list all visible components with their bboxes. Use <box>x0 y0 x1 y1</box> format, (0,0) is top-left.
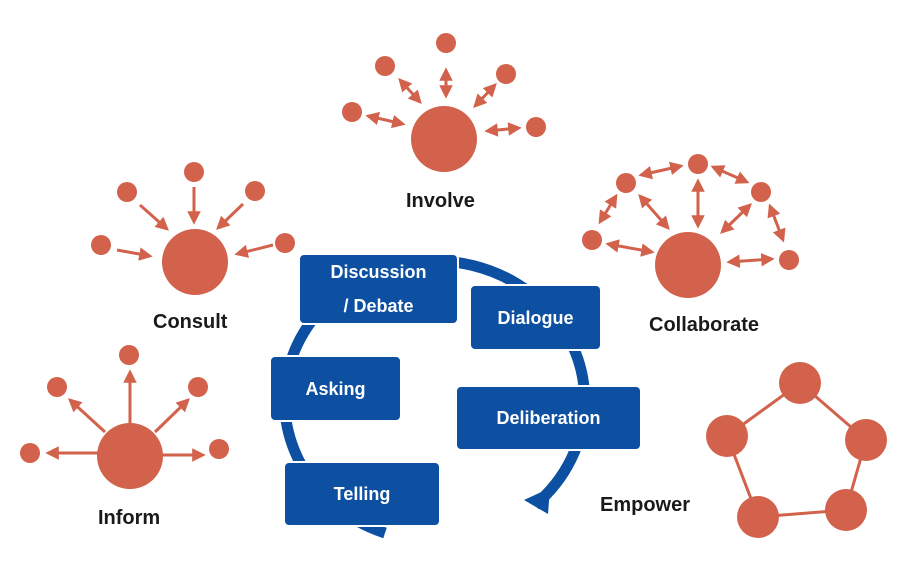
collaborate-arrow <box>720 203 752 234</box>
label-involve: Involve <box>406 190 475 212</box>
consult-arrow <box>216 202 245 230</box>
collaborate-arrow <box>710 165 750 184</box>
collaborate-node <box>751 182 771 202</box>
empower-node <box>845 419 887 461</box>
inform-node <box>47 377 67 397</box>
label-collaborate: Collaborate <box>649 314 760 336</box>
collaborate-arrow <box>605 239 655 257</box>
collaborate-arrow <box>767 203 786 243</box>
collaborate-node <box>616 173 636 193</box>
consult-cluster <box>91 162 295 295</box>
collaborate-arrow <box>726 253 775 268</box>
box-telling: Telling <box>283 461 441 527</box>
box-discussion: Discussion / Debate <box>298 253 459 325</box>
involve-node <box>375 56 395 76</box>
inform-node <box>209 439 229 459</box>
involve-node <box>496 64 516 84</box>
involve-cluster <box>342 33 546 172</box>
involve-node <box>436 33 456 53</box>
involve-node <box>526 117 546 137</box>
inform-arrow <box>153 398 190 434</box>
consult-node <box>91 235 111 255</box>
involve-arrow <box>365 111 406 129</box>
inform-node <box>20 443 40 463</box>
collaborate-arrow <box>638 193 670 231</box>
consult-arrow <box>139 203 170 231</box>
involve-node <box>342 102 362 122</box>
collaborate-node <box>688 154 708 174</box>
box-asking: Asking <box>269 355 402 422</box>
consult-node <box>184 162 204 182</box>
label-inform: Inform <box>98 507 161 529</box>
consult-node <box>245 181 265 201</box>
box-deliberation: Deliberation <box>455 385 642 451</box>
collaborate-node <box>779 250 799 270</box>
consult-node <box>117 182 137 202</box>
consult-node <box>275 233 295 253</box>
box-dialogue: Dialogue <box>469 284 602 351</box>
inform-arrow <box>68 398 107 434</box>
consult-center-node <box>162 229 228 295</box>
inform-cluster <box>20 345 229 489</box>
consult-arrow <box>116 247 153 261</box>
collaborate-cluster <box>582 154 799 298</box>
collaborate-center-node <box>655 232 721 298</box>
collaborate-node <box>582 230 602 250</box>
involve-arrow <box>473 83 497 108</box>
empower-cluster <box>706 362 887 538</box>
inform-node <box>119 345 139 365</box>
empower-node <box>706 415 748 457</box>
empower-node <box>779 362 821 404</box>
empower-node <box>825 489 867 531</box>
label-consult: Consult <box>153 311 228 333</box>
involve-arrow <box>484 122 522 137</box>
collaborate-arrow <box>638 161 684 180</box>
involve-arrow <box>398 78 422 104</box>
empower-node <box>737 496 779 538</box>
discussion-line2: / Debate <box>343 296 414 316</box>
discussion-line1: Discussion <box>330 262 427 282</box>
label-empower: Empower <box>600 494 691 516</box>
inform-node <box>188 377 208 397</box>
involve-center-node <box>411 106 477 172</box>
collaborate-arrow <box>598 193 618 225</box>
inform-center-node <box>97 423 163 489</box>
consult-arrow <box>234 243 274 258</box>
